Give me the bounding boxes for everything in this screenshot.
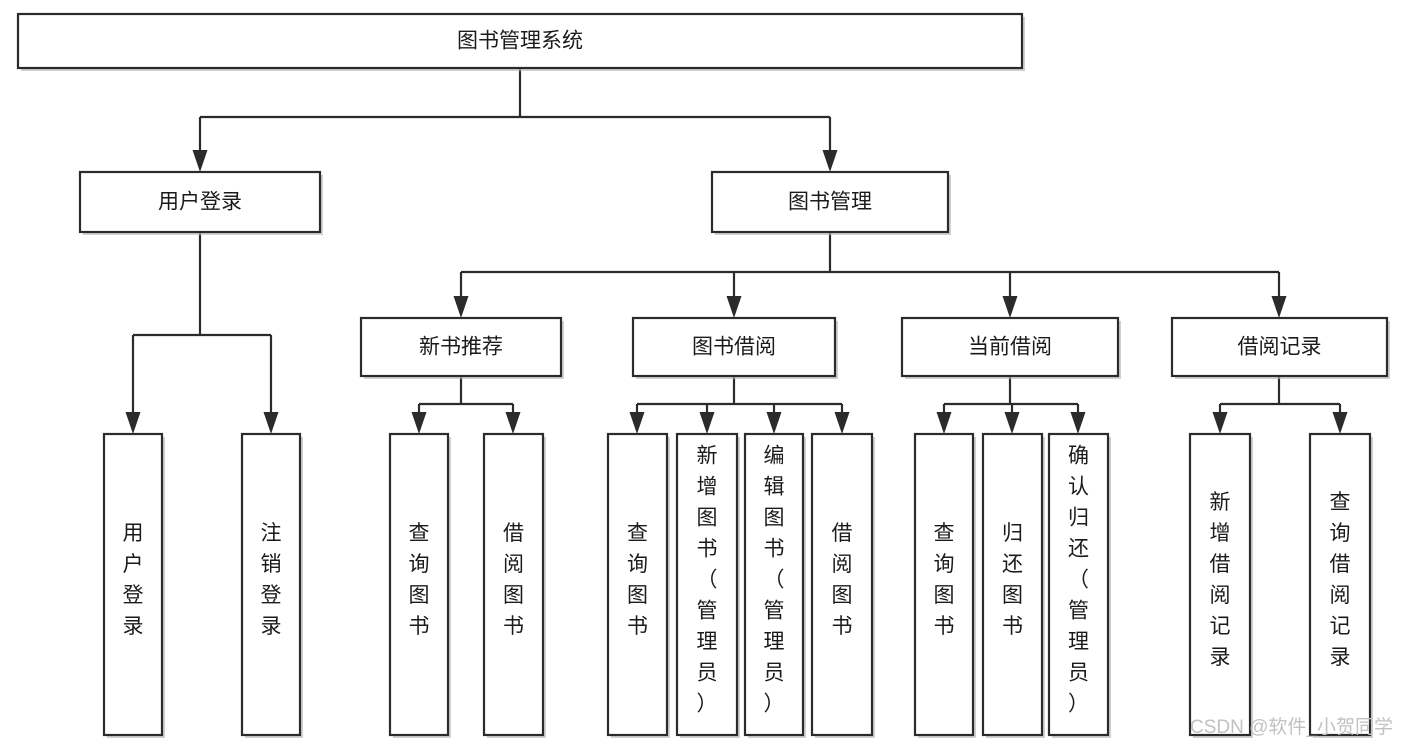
node-label: 图书借阅 (692, 336, 776, 359)
box-outline[interactable] (482, 432, 545, 737)
node-leaf-4[interactable]: 查询图书 (606, 432, 670, 738)
box-outline[interactable] (743, 432, 805, 737)
login-to-leaf-1-head (263, 412, 279, 434)
box-outline[interactable] (102, 432, 164, 737)
node-leaf-6[interactable]: 编辑图书（管理员） (743, 432, 806, 738)
node-level3-2[interactable]: 当前借阅 (900, 316, 1121, 379)
node-leaf-12[interactable]: 查询借阅记录 (1308, 432, 1373, 738)
box-outline[interactable] (78, 170, 322, 234)
box-outline[interactable] (981, 432, 1044, 737)
sub-2-to-leaf-0-head (936, 412, 952, 434)
sub-0-to-leaf-1-head (505, 412, 521, 434)
node-leaf-0[interactable]: 用户登录 (102, 432, 165, 738)
box-outline[interactable] (240, 432, 302, 737)
sub-0-to-leaf-0-head (411, 412, 427, 434)
node-label: 借阅图书 (832, 522, 853, 638)
node-label: 编辑图书（管理员） (764, 445, 785, 716)
node-layer: 图书管理系统用户登录图书管理新书推荐图书借阅当前借阅借阅记录用户登录注销登录查询… (16, 12, 1390, 738)
login-to-leaf-0-head (125, 412, 141, 434)
node-leaf-7[interactable]: 借阅图书 (810, 432, 875, 738)
box-outline[interactable] (900, 316, 1120, 378)
node-level3-1[interactable]: 图书借阅 (631, 316, 838, 379)
box-outline[interactable] (675, 432, 739, 737)
box-outline[interactable] (1047, 432, 1110, 737)
node-label: 图书管理系统 (457, 30, 583, 53)
node-label: 新书推荐 (419, 336, 503, 359)
box-outline[interactable] (631, 316, 837, 378)
node-level2-1[interactable]: 图书管理 (710, 170, 951, 235)
connector-layer (125, 68, 1348, 434)
node-label: 新增借阅记录 (1210, 491, 1231, 669)
sub-2-to-leaf-1-head (1004, 412, 1020, 434)
box-outline[interactable] (1308, 432, 1372, 737)
node-leaf-11[interactable]: 新增借阅记录 (1188, 432, 1253, 738)
node-root-图书管理系统[interactable]: 图书管理系统 (16, 12, 1025, 71)
node-leaf-9[interactable]: 归还图书 (981, 432, 1045, 738)
box-outline[interactable] (810, 432, 874, 737)
node-label: 查询图书 (409, 522, 430, 638)
node-leaf-5[interactable]: 新增图书（管理员） (675, 432, 740, 738)
sub-1-to-leaf-0-head (629, 412, 645, 434)
node-label: 归还图书 (1002, 522, 1023, 638)
sub-2-to-leaf-2-head (1070, 412, 1086, 434)
node-leaf-8[interactable]: 查询图书 (913, 432, 976, 738)
book-to-level3-3-head (1271, 296, 1287, 318)
node-label: 注销登录 (261, 522, 282, 638)
node-label: 当前借阅 (968, 336, 1052, 359)
sub-1-to-leaf-3-head (834, 412, 850, 434)
node-label: 借阅记录 (1238, 336, 1322, 359)
node-label: 新增图书（管理员） (697, 445, 718, 716)
sub-1-to-leaf-2-head (766, 412, 782, 434)
box-outline[interactable] (16, 12, 1024, 70)
sub-3-to-leaf-1-head (1332, 412, 1348, 434)
box-outline[interactable] (388, 432, 450, 737)
node-level2-0[interactable]: 用户登录 (78, 170, 323, 235)
node-label: 查询图书 (934, 522, 955, 638)
box-outline[interactable] (606, 432, 669, 737)
sub-3-to-leaf-0-head (1212, 412, 1228, 434)
node-leaf-3[interactable]: 借阅图书 (482, 432, 546, 738)
node-label: 借阅图书 (503, 522, 524, 638)
node-label: 查询借阅记录 (1330, 491, 1351, 669)
node-label: 用户登录 (158, 191, 242, 214)
node-label: 查询图书 (627, 522, 648, 638)
node-leaf-10[interactable]: 确认归还（管理员） (1047, 432, 1111, 738)
book-to-level3-2-head (1002, 296, 1018, 318)
book-to-level3-0-head (453, 296, 469, 318)
sub-1-to-leaf-1-head (699, 412, 715, 434)
node-level3-3[interactable]: 借阅记录 (1170, 316, 1390, 379)
node-level3-0[interactable]: 新书推荐 (359, 316, 564, 379)
box-outline[interactable] (913, 432, 975, 737)
box-outline[interactable] (1170, 316, 1389, 378)
root-to-level2-1-head (822, 150, 838, 172)
box-outline[interactable] (1188, 432, 1252, 737)
node-leaf-1[interactable]: 注销登录 (240, 432, 303, 738)
box-outline[interactable] (359, 316, 563, 378)
node-label: 用户登录 (123, 522, 144, 638)
csdn-watermark: CSDN @软件_小贺同学 (1190, 716, 1393, 738)
node-label: 图书管理 (788, 191, 872, 214)
book-to-level3-1-head (726, 296, 742, 318)
node-label: 确认归还（管理员） (1068, 445, 1089, 716)
root-to-level2-0-head (192, 150, 208, 172)
node-leaf-2[interactable]: 查询图书 (388, 432, 451, 738)
box-outline[interactable] (710, 170, 950, 234)
